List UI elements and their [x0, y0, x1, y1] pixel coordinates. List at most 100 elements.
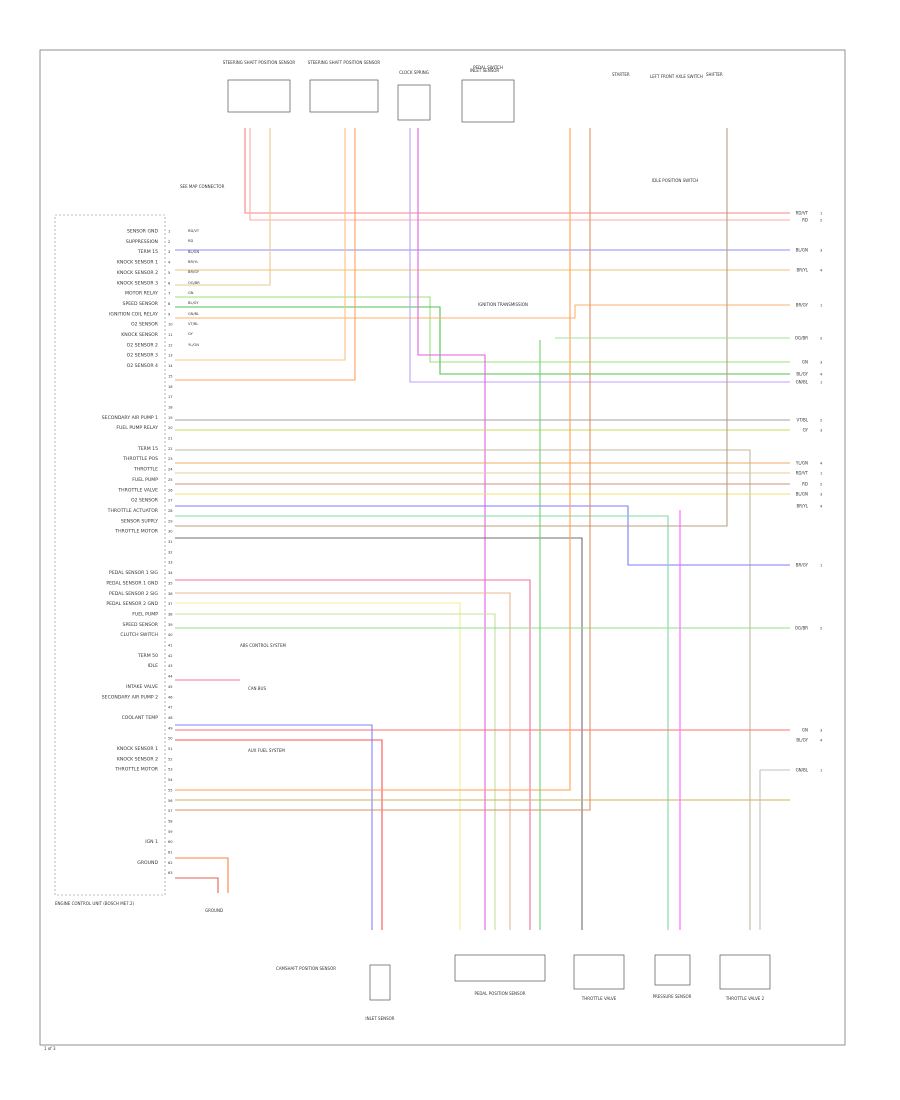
wire-code-right: OG/BR	[795, 336, 808, 341]
ecu-pin-number: 32	[168, 550, 173, 554]
connector-c1: STEERING SHAFT POSITION SENSOR	[223, 60, 296, 113]
wire-code-right: BL/GY	[796, 738, 808, 743]
ecu-pin-number: 62	[168, 861, 173, 865]
connector-c1-label: STEERING SHAFT POSITION SENSOR	[223, 60, 296, 65]
wire-code-right: RD/VT	[796, 211, 809, 216]
wire-code-right: GY	[803, 428, 809, 433]
ecu-pin-number: 24	[168, 468, 173, 472]
wire	[175, 128, 591, 811]
ecu-pin-label: PEDAL SENSOR 1 SIG	[109, 570, 158, 576]
ecu-pin-number: 15	[168, 374, 173, 378]
ecu-pin-number: 23	[168, 457, 173, 461]
ecu-pin-label: SECONDARY AIR PUMP 1	[102, 415, 158, 421]
wire-terminal-number: 2	[820, 419, 822, 423]
wire-terminal-number: 1	[820, 564, 822, 568]
wire	[249, 128, 790, 221]
wire-code-left: GN	[188, 291, 194, 295]
wire	[175, 505, 790, 566]
ecu-pin-number: 38	[168, 612, 173, 616]
ecu-pin-label: KNOCK SENSOR 2	[117, 756, 158, 762]
ground-label: GROUND	[205, 908, 223, 913]
device-pressure-sensor-label: PRESSURE SENSOR	[653, 994, 692, 999]
wire-code-right: RD/VT	[796, 471, 809, 476]
ecu-pin-number: 60	[168, 840, 173, 844]
wire-code-right: GN	[802, 728, 808, 733]
wire-code-left: BL/GY	[188, 301, 199, 305]
wire-code-left: BL/GN	[188, 250, 199, 254]
abs-ctrl-label: ABS CONTROL SYSTEM	[240, 643, 287, 648]
ecu-pin-label: KNOCK SENSOR 1	[117, 746, 158, 752]
wire	[175, 613, 496, 930]
ign-trans-label: IGNITION TRANSMISSION	[478, 302, 528, 307]
ecu-pin-number: 33	[168, 561, 173, 565]
ecu-pin-number: 45	[168, 685, 173, 689]
wire-code-left: YL/GN	[188, 343, 199, 347]
ecu-pin-number: 12	[168, 343, 173, 347]
wire-code-right: BR/GY	[796, 303, 809, 308]
connector-c2-label: STEERING SHAFT POSITION SENSOR	[308, 60, 381, 65]
ecu-pin-label: INTAKE VALVE	[126, 684, 158, 690]
wire-terminal-number: 2	[820, 627, 822, 631]
wire-code-right: VT/BL	[797, 418, 809, 423]
wire-terminal-number: 4	[820, 739, 823, 743]
ecu-pin-label: THROTTLE POS	[122, 456, 158, 462]
ecu-pin-label: FUEL PUMP	[132, 611, 158, 617]
ecu-pin-number: 6	[168, 281, 171, 285]
device-pedal-sensor-label: PEDAL POSITION SENSOR	[474, 991, 525, 996]
ecu-pin-number: 29	[168, 519, 173, 523]
ecu-pin-label: KNOCK SENSOR	[121, 332, 159, 338]
wire-terminal-number: 2	[820, 219, 822, 223]
ecu-pin-label: SPEED SENSOR	[123, 622, 159, 628]
wire	[175, 304, 790, 319]
wire	[409, 128, 790, 383]
wire-terminal-number: 1	[820, 769, 822, 773]
ecu-pin-label: TERM 50	[137, 653, 158, 659]
wire-code-right: BR/YL	[796, 504, 808, 509]
device-inlet-sensor: INLET SENSOR	[365, 964, 395, 1021]
ecu-pin-number: 36	[168, 592, 173, 596]
wire	[175, 724, 373, 930]
wire-terminal-number: 4	[820, 373, 823, 377]
ecu-pin-label: FUEL PUMP RELAY	[116, 425, 158, 431]
ecu-pin-label: O2 SENSOR 2	[127, 342, 158, 348]
ecu-pin-number: 34	[168, 571, 173, 575]
ecu-pin-number: 13	[168, 354, 173, 358]
footer-id: 1 of 3	[44, 1046, 56, 1051]
ecu-pin-number: 63	[168, 871, 173, 875]
wire	[175, 877, 219, 893]
ecu-pin-number: 18	[168, 405, 173, 409]
connector-c3-label: CLOCK SPRING	[399, 70, 429, 75]
ecu-pin-label: THROTTLE ACTUATOR	[107, 508, 159, 514]
ecu-pin-number: 37	[168, 602, 173, 606]
ecu-pin-number: 44	[168, 675, 173, 679]
wire-runs	[175, 128, 790, 930]
ecu-pin-number: 47	[168, 706, 173, 710]
ecu-pin-number: 17	[168, 395, 173, 399]
aux-label: AUX FUEL SYSTEM	[248, 748, 285, 753]
ecu-pin-number: 55	[168, 788, 173, 792]
ecu-pin-number: 10	[168, 323, 173, 327]
connector-c4-label: PEDAL SWITCH	[473, 65, 503, 70]
wire-code-right: BL/GN	[796, 492, 808, 497]
device-throttle-valve-2: THROTTLE VALVE 2	[719, 954, 771, 1001]
wire-code-left: VT/BL	[188, 322, 198, 326]
wire	[175, 579, 531, 930]
ecu-pin-label: FUEL PUMP	[132, 477, 158, 483]
wire	[175, 306, 790, 375]
ecu-pin-number: 42	[168, 654, 173, 658]
ecu-pin-number: 39	[168, 623, 173, 627]
wire-terminal-number: 2	[820, 483, 822, 487]
inlet-sensor-label: INLET SENSOR	[470, 68, 499, 73]
wire	[175, 537, 583, 930]
wire-terminal-number: 3	[820, 361, 822, 365]
connector-c7-label: SHIFTER	[706, 72, 723, 77]
wire-code-right: BR/GY	[796, 563, 809, 568]
device-throttle-valve-label: THROTTLE VALVE	[581, 996, 617, 1001]
connector-c6-label: LEFT FRONT AXLE SWITCH	[650, 74, 703, 79]
ecu-pin-label: SECONDARY AIR PUMP 2	[102, 694, 158, 700]
wire-code-left: RD/VT	[188, 229, 200, 233]
ecu-pin-number: 28	[168, 509, 173, 513]
wire	[244, 128, 790, 214]
device-camshaft-sensor-label: CAMSHAFT POSITION SENSOR	[276, 966, 336, 971]
